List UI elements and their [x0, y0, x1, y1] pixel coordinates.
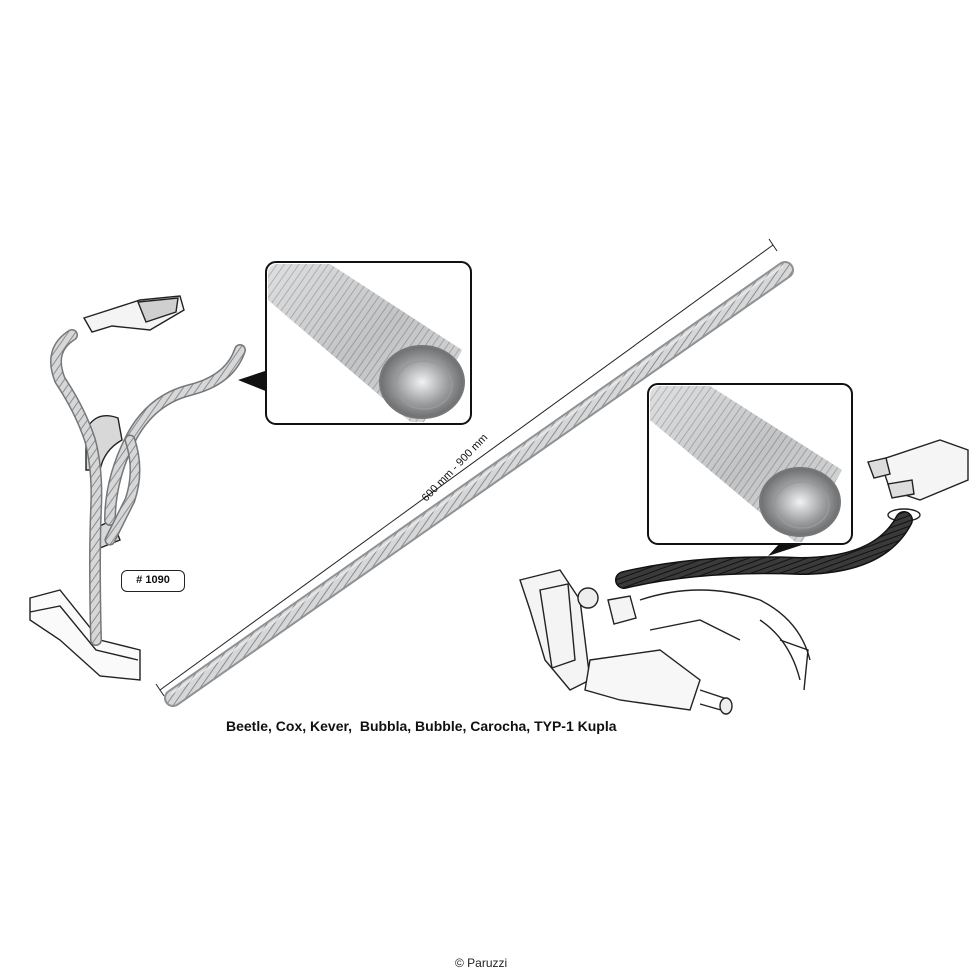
copyright-text: © Paruzzi: [455, 956, 508, 970]
product-caption: Beetle, Cox, Kever, Bubbla, Bubble, Caro…: [226, 718, 617, 734]
detail-callout-right: [647, 383, 853, 556]
detail-callout-top: [238, 261, 472, 425]
part-number-label: # 1090: [121, 570, 185, 592]
left-flex-hoses: [50, 329, 246, 646]
main-hose: [164, 261, 794, 707]
right-flex-hose: [615, 511, 913, 589]
dimension-line: [155, 238, 778, 697]
right-assembly: [519, 439, 969, 715]
